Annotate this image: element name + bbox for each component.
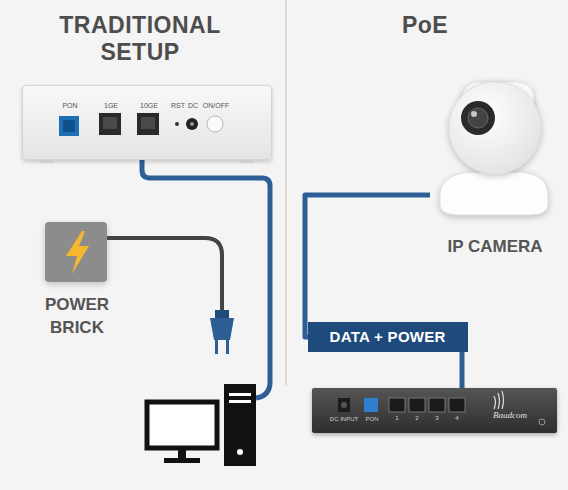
rj45-port-inner [103, 117, 117, 129]
dc-jack [186, 118, 198, 130]
ethernet-cable [142, 160, 270, 398]
monitor-stand [178, 448, 186, 458]
logo-arc [498, 393, 500, 409]
plug-body [210, 318, 234, 340]
port-label: PON [357, 416, 387, 423]
drive-bay [229, 400, 251, 403]
rj45-port-inner [141, 117, 155, 129]
pon-port [364, 398, 378, 412]
poe-cable [305, 195, 462, 388]
rj45-port [137, 113, 159, 135]
poe-switch: DC INPUTPON1234 Baudcom [312, 388, 557, 433]
section-heading: PoE [375, 12, 475, 39]
device-label: IP CAMERA [430, 235, 560, 258]
rj45-port [409, 398, 425, 412]
power-cord [107, 238, 222, 312]
dc-jack [338, 398, 350, 412]
camera-lens-inner [468, 108, 488, 128]
port-label: 1GE [96, 102, 126, 110]
port-label: 10GE [134, 102, 164, 110]
port-label: ON/OFF [201, 102, 231, 110]
rj45-port [99, 113, 121, 135]
port-number: 4 [442, 415, 472, 422]
monitor [147, 402, 217, 448]
plug-prong [215, 340, 218, 354]
monitor-base [164, 458, 200, 463]
camera-base [440, 172, 548, 215]
pon-port-inner [63, 120, 75, 132]
logo-arc [502, 391, 504, 409]
pc-tower [224, 384, 256, 466]
camera-lens [461, 101, 495, 135]
dc-jack-pin [341, 402, 347, 408]
camera-mount [462, 82, 534, 118]
power-button [207, 116, 223, 132]
pon-port [59, 116, 79, 136]
rj45-port [449, 398, 465, 412]
power-brick: POWER BRICK [17, 215, 137, 340]
device-label: POWER BRICK [27, 293, 127, 339]
logo-arc [494, 396, 496, 409]
dc-jack-pin [190, 122, 194, 126]
ont-device: PON1GE10GERSTDCON/OFF [22, 85, 272, 160]
device-foot [240, 160, 254, 163]
divider-line [285, 0, 287, 385]
ground-screw [539, 419, 545, 425]
plug-collar [215, 310, 229, 318]
port-number: 2 [402, 415, 432, 422]
camera-dome [449, 82, 541, 174]
brand-logo: Baudcom [480, 410, 540, 420]
ip-camera: IP CAMERA [430, 80, 560, 260]
section-heading: TRADITIONAL SETUP [40, 12, 240, 66]
port-number: 3 [422, 415, 452, 422]
reset-hole [175, 122, 179, 126]
power-led [237, 449, 243, 455]
port-label: DC INPUT [329, 416, 359, 423]
lightning-symbol [66, 231, 89, 274]
plug-prong [226, 340, 229, 354]
lens-highlight [471, 111, 477, 117]
power-brick-body [45, 222, 107, 282]
device-foot [40, 160, 54, 163]
rj45-port [389, 398, 405, 412]
drive-bay [229, 393, 251, 396]
port-number: 1 [382, 415, 412, 422]
cable-label: DATA + POWER [308, 322, 468, 352]
port-label: PON [55, 102, 85, 110]
rj45-port [429, 398, 445, 412]
